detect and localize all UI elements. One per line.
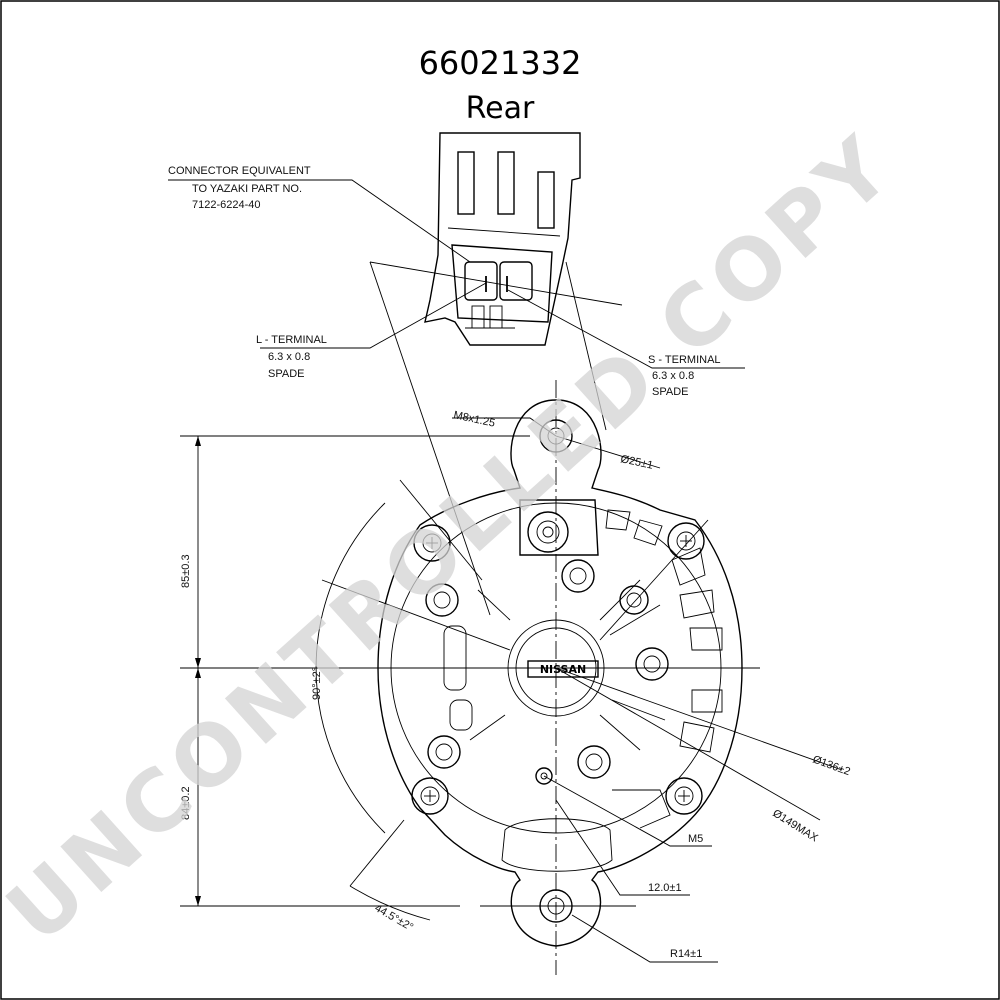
centerlines: [180, 380, 760, 975]
connector-detail: [369, 132, 623, 616]
l-terminal-callout-line1: L - TERMINAL: [256, 334, 327, 346]
dim-width-12: 12.0±1: [648, 882, 682, 894]
l-terminal-callout-line2: 6.3 x 0.8: [268, 351, 310, 363]
screw-boss-top-left: [413, 524, 451, 562]
dim-angle-90: 90°±2°: [311, 667, 323, 700]
connector-leaders: [168, 179, 745, 369]
screw-boss-bottom-left: [411, 777, 449, 815]
connector-callout-line1: CONNECTOR EQUIVALENT: [168, 165, 311, 177]
dim-thread-m5: M5: [688, 833, 703, 845]
watermark-text: UNCONTROLLED COPY: [0, 115, 913, 961]
s-terminal-callout-line3: SPADE: [652, 386, 688, 398]
dim-diameter-149: Ø149MAX: [770, 807, 820, 844]
part-number-title: 66021332: [419, 44, 582, 82]
dim-upper-offset: 85±0.3: [180, 554, 192, 588]
view-subtitle: Rear: [466, 91, 535, 126]
dimension-lines: [180, 417, 843, 963]
dim-lower-offset: 84±0.2: [180, 786, 192, 820]
connector-callout-line2: TO YAZAKI PART NO.: [192, 183, 302, 195]
dim-diameter-136: Ø136±2: [811, 754, 852, 779]
screw-boss-top-right: [667, 522, 705, 560]
s-terminal-callout-line1: S - TERMINAL: [648, 354, 721, 366]
connector-callout-line3: 7122-6224-40: [192, 199, 261, 211]
nameplate-box: [527, 660, 599, 678]
dim-thread-m8: M8x1.25: [452, 409, 496, 430]
l-terminal-callout-line3: SPADE: [268, 368, 304, 380]
dim-bore-25: Ø25±1: [619, 453, 654, 472]
dim-angle-44-5: 44.5°±2°: [373, 902, 416, 934]
dim-radius-14: R14±1: [670, 948, 702, 960]
s-terminal-callout-line2: 6.3 x 0.8: [652, 370, 694, 382]
nameplate-text: NISSAN: [540, 663, 586, 676]
screw-boss-bottom-right: [665, 777, 703, 815]
